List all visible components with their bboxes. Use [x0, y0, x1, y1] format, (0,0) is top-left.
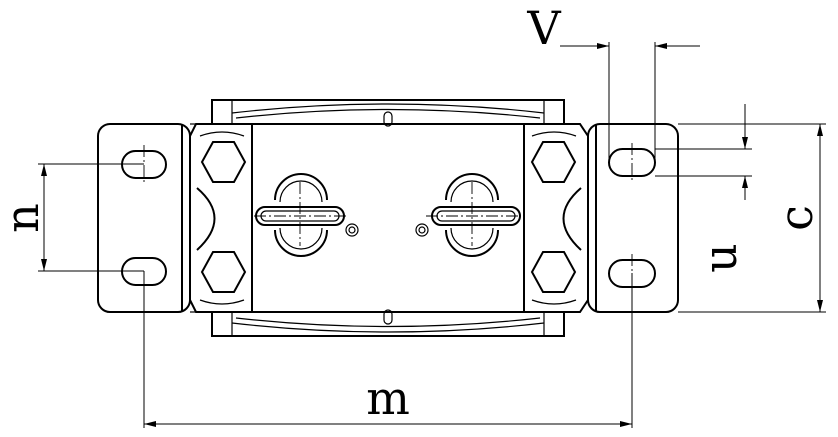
dimension-c [678, 123, 826, 313]
screw-right [415, 223, 429, 237]
knob-right [431, 173, 521, 257]
label-m: m [366, 371, 410, 425]
hex-nut-right-top [530, 141, 577, 183]
left-flange [97, 123, 196, 313]
bottom-rail [211, 309, 565, 337]
label-c: c [769, 205, 823, 231]
top-rail [211, 99, 565, 127]
centerlines [143, 143, 633, 293]
label-u: u [693, 243, 747, 273]
screw-left [345, 223, 359, 237]
hex-nut-left-top [200, 141, 247, 183]
right-flange [587, 123, 679, 313]
housing-body [189, 123, 589, 313]
hex-nut-right-bottom [530, 251, 577, 293]
dimension-m [143, 271, 633, 428]
hex-nut-left-bottom [200, 251, 247, 293]
label-n: n [0, 203, 49, 233]
dimension-n [38, 163, 144, 272]
label-v: V [526, 1, 561, 55]
dimension-v [560, 42, 700, 162]
dimension-u [655, 104, 752, 200]
